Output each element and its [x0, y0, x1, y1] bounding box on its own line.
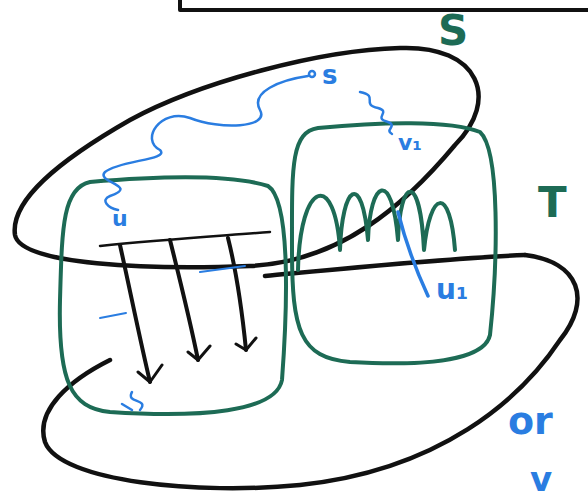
sketch-label: T [538, 182, 567, 224]
sketch-label: u [112, 208, 128, 230]
sketch-label: v [530, 462, 552, 496]
set-t-outline [265, 255, 525, 276]
sketch-label: or [508, 402, 553, 440]
green-group-box [60, 177, 286, 414]
sketch-label: S [438, 10, 468, 52]
green-group-box [292, 123, 496, 363]
arch-edges [298, 190, 455, 270]
blue-mark [122, 392, 142, 410]
sketch-label: s [322, 62, 337, 88]
edge-stroke [228, 238, 246, 350]
frame-line [180, 0, 588, 10]
blue-mark [100, 266, 245, 318]
vertex-dot [309, 71, 315, 77]
sketch-label: v₁ [398, 132, 422, 154]
edge-tick [138, 338, 256, 382]
edge-stroke [170, 240, 198, 360]
set-s-outline [15, 48, 479, 267]
blue-path [398, 212, 428, 296]
edge-stroke [100, 232, 270, 246]
blue-path [104, 76, 308, 210]
set-t-outline [43, 255, 577, 488]
blue-path [360, 92, 392, 134]
sketch-label: u₁ [436, 276, 468, 304]
